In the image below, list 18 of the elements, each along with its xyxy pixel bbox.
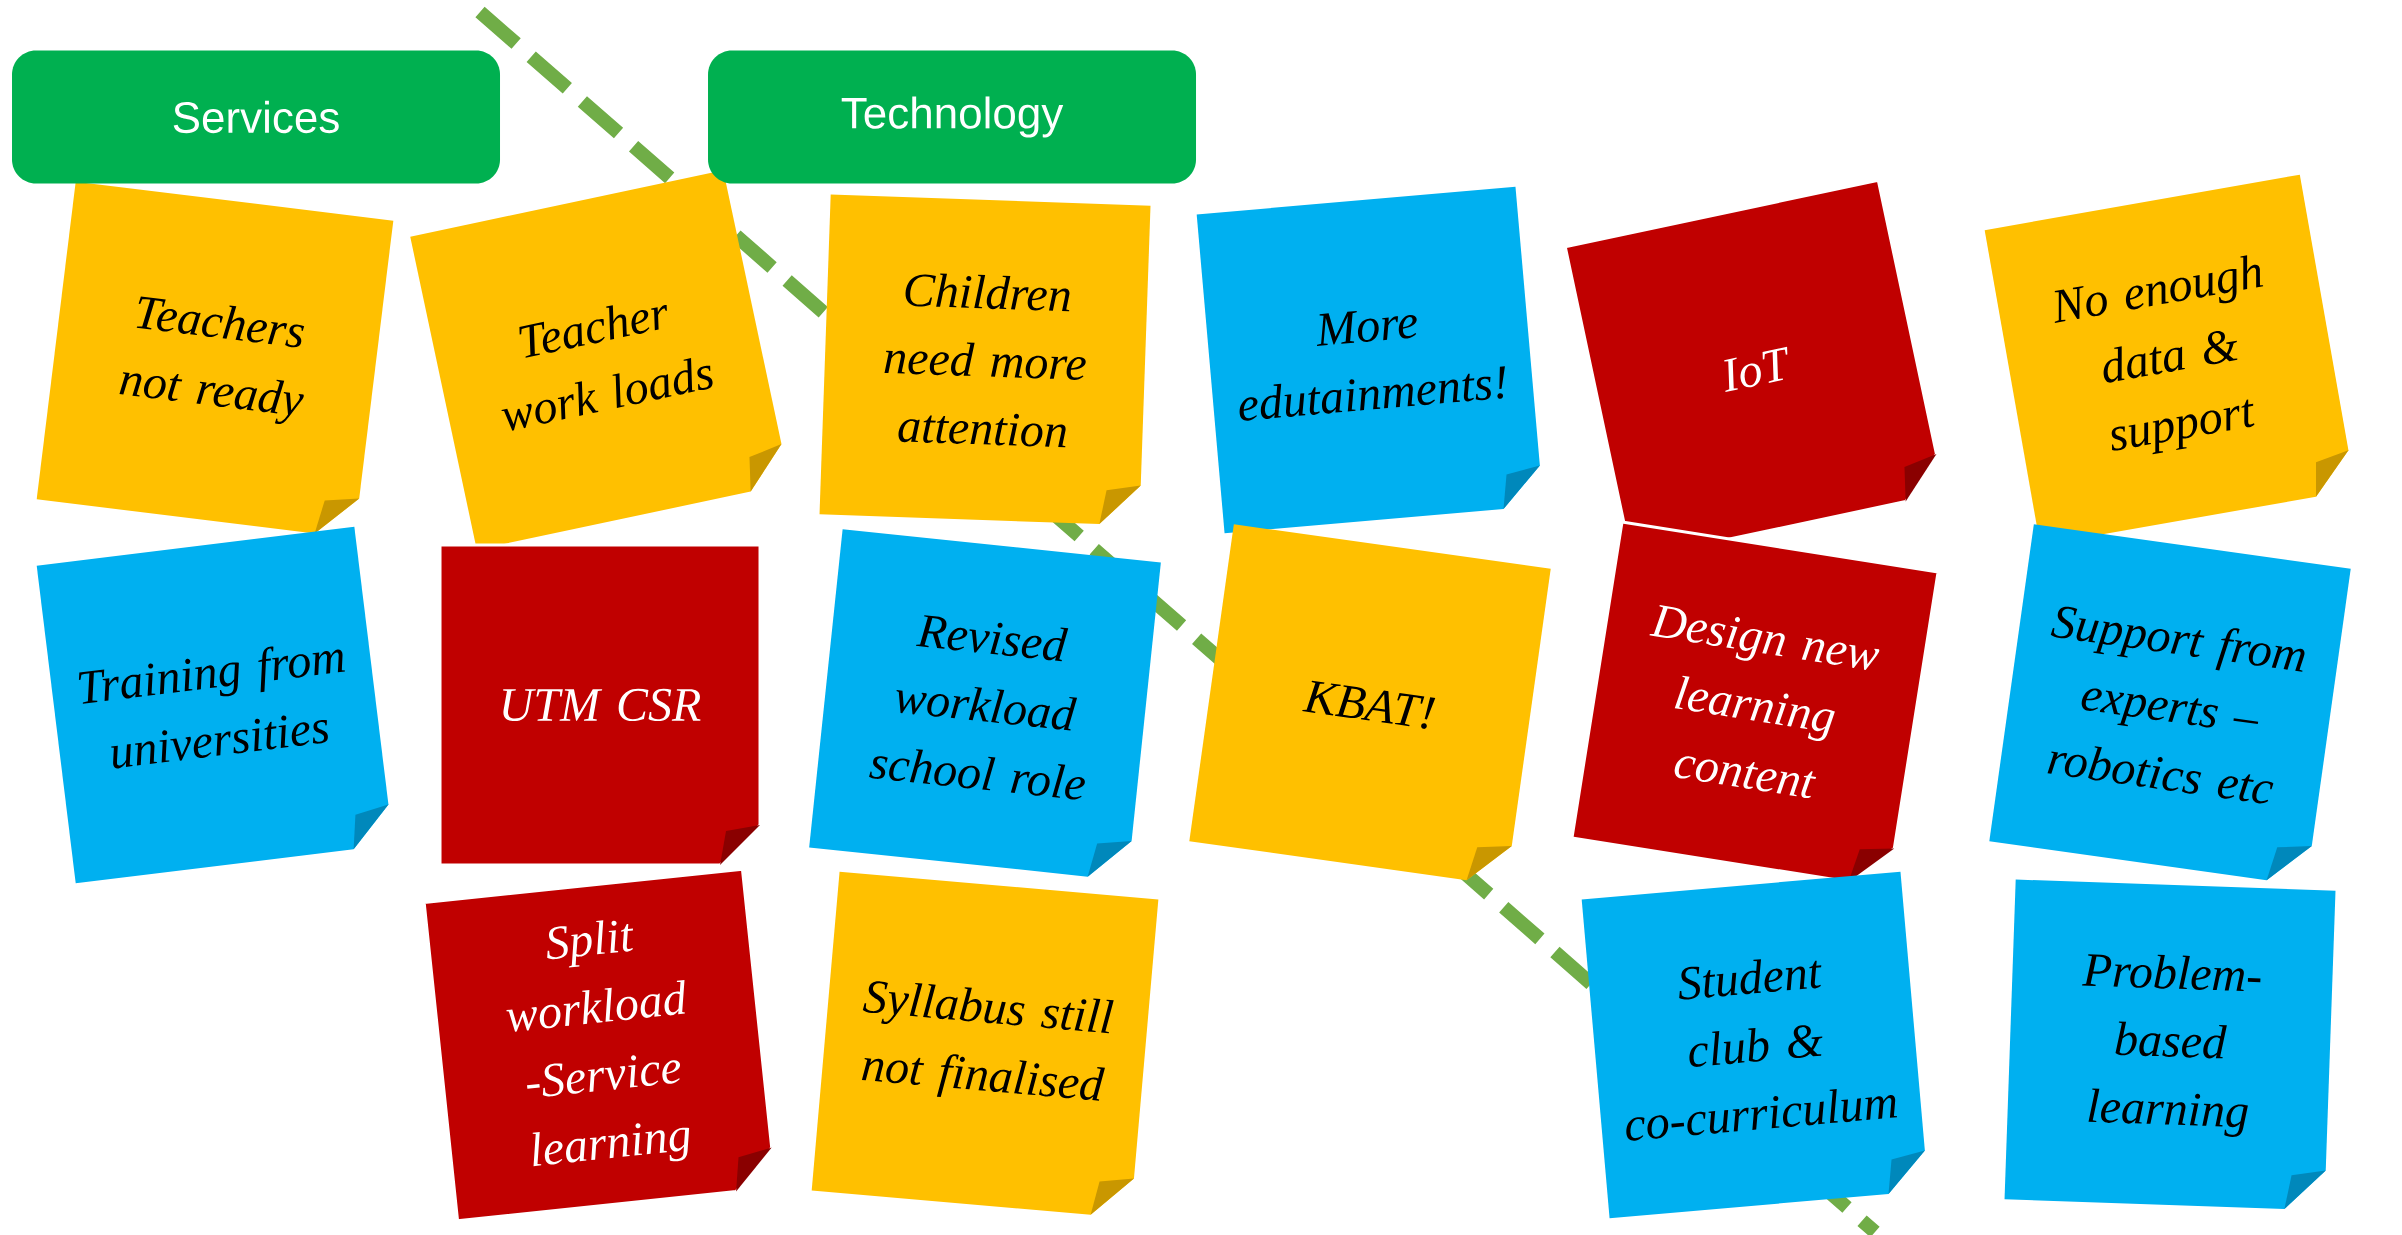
category-header: Technology (708, 50, 1196, 184)
sticky-note: Design new learning content (1570, 520, 1940, 884)
sticky-note: Training from universities (36, 526, 389, 884)
category-header: Services (12, 50, 500, 184)
sticky-note: IoT (1563, 178, 1939, 562)
sticky-note: Syllabus still not finalised (811, 871, 1159, 1215)
sticky-note: UTM CSR (438, 543, 762, 867)
sticky-note: No enough data & support (1984, 174, 2349, 546)
sticky-note: Teachers not ready (36, 181, 394, 534)
sticky-note: Children need more attention (819, 194, 1151, 525)
sticky-note: More edutainments! (1196, 186, 1540, 534)
sticky-note: Teacher work loads (410, 170, 782, 550)
sticky-note: Revised workload school role (809, 529, 1161, 877)
sticky-note: Support from experts – robotics etc (1989, 524, 2351, 881)
sticky-note: Student club & co-curriculum (1581, 871, 1925, 1219)
sticky-note: Split workload -Service learning (422, 867, 774, 1223)
sticky-note: Problem-based learning (2004, 879, 2336, 1210)
sticky-note: KBAT! (1189, 524, 1551, 881)
